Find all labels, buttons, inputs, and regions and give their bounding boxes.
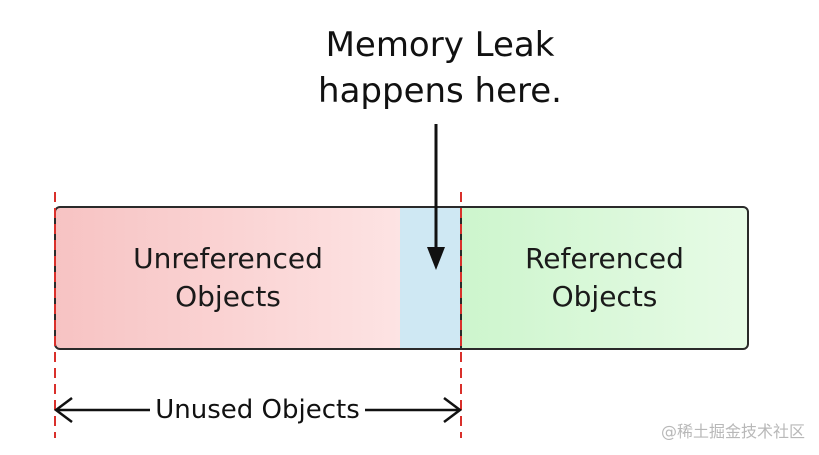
- referenced-label-line-1: Referenced: [525, 242, 684, 275]
- unused-span-right-arrowhead: [443, 397, 463, 423]
- unused-span-left-arrowhead: [53, 397, 73, 423]
- unreferenced-objects-region: Unreferenced Objects: [54, 206, 402, 350]
- leak-caption-line-1: Memory Leak: [325, 25, 555, 65]
- leak-pointer-arrow-head: [427, 247, 445, 270]
- referenced-label-line-2: Objects: [551, 280, 658, 313]
- site-watermark: @稀土掘金技术社区: [660, 422, 805, 441]
- unreferenced-label-line-2: Objects: [175, 280, 281, 313]
- referenced-objects-region: Referenced Objects: [460, 206, 749, 350]
- unreferenced-label-line-1: Unreferenced: [133, 242, 323, 275]
- memory-leak-region: [400, 206, 462, 350]
- leak-caption: Memory Leak happens here.: [250, 22, 630, 114]
- unused-objects-label: Unused Objects: [150, 392, 365, 428]
- leak-caption-line-2: happens here.: [318, 71, 562, 111]
